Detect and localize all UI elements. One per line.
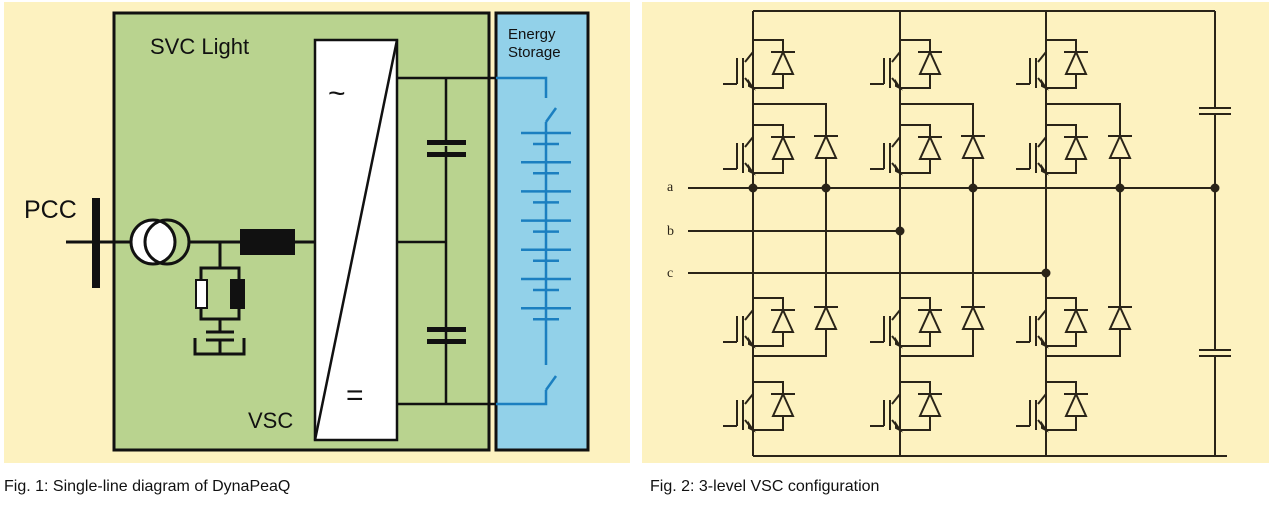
phase-reactor-icon xyxy=(240,229,295,255)
svc-light-box xyxy=(112,11,491,452)
igbt-emitter-arrow xyxy=(1041,163,1049,176)
igbt-emitter-arrow xyxy=(1041,78,1049,91)
igbt-emitter-arrow xyxy=(895,163,903,176)
igbt-emitter-arrow xyxy=(748,78,756,91)
phase-leg xyxy=(723,11,838,456)
igbt-with-diode-icon xyxy=(870,39,942,100)
figure-2-caption: Fig. 2: 3-level VSC configuration xyxy=(650,478,880,495)
figure-1-caption: Fig. 1: Single-line diagram of DynaPeaQ xyxy=(4,478,291,495)
battery-top-connection xyxy=(496,76,548,98)
igbt-emitter-arrow xyxy=(1041,420,1049,433)
clamp-diode-branch xyxy=(753,103,827,357)
diode-icon xyxy=(918,307,942,333)
igbt-emitter-arrow xyxy=(1041,336,1049,349)
battery-string-icon xyxy=(496,76,571,406)
figure-2-3-level-vsc: a b c xyxy=(642,2,1269,463)
dc-capacitor-icon xyxy=(1199,349,1231,357)
energy-storage-label-line2: Storage xyxy=(508,44,561,61)
energy-storage-label-line1: Energy xyxy=(508,26,556,43)
igbt-with-diode-icon xyxy=(723,39,795,100)
igbt-emitter-arrow xyxy=(748,336,756,349)
phase-a-node-dot xyxy=(748,183,758,193)
igbt-with-diode-icon xyxy=(870,297,942,358)
vsc-label: VSC xyxy=(248,408,293,433)
battery-cell xyxy=(521,306,571,321)
dc-capacitor-lower-icon xyxy=(427,327,466,344)
vsc-converter-icon xyxy=(313,38,399,442)
igbt-emitter-arrow xyxy=(895,78,903,91)
battery-bottom-switch xyxy=(544,375,558,391)
neutral-node-dot xyxy=(1115,183,1125,193)
harmonic-filter-icon xyxy=(193,242,246,356)
igbt-with-diode-icon xyxy=(870,124,942,185)
clamp-diode-branch xyxy=(900,103,974,357)
diode-icon xyxy=(771,49,795,75)
igbt-with-diode-icon xyxy=(1016,124,1088,185)
diode-icon xyxy=(1064,134,1088,160)
battery-bottom-connection xyxy=(496,390,548,406)
capacitor-midpoint-dot xyxy=(1210,183,1220,193)
clamp-diode-branch xyxy=(1046,103,1121,357)
igbt-with-diode-icon xyxy=(723,124,795,185)
igbt-with-diode-icon xyxy=(870,381,942,442)
diode-icon xyxy=(961,304,985,330)
battery-cell xyxy=(521,219,571,233)
igbt-emitter-arrow xyxy=(748,420,756,433)
phase-leg xyxy=(870,11,985,456)
diode-icon xyxy=(814,133,838,159)
igbt-with-diode-icon xyxy=(1016,39,1088,100)
battery-cell xyxy=(521,190,571,204)
diode-icon xyxy=(1064,307,1088,333)
igbt-with-diode-icon xyxy=(1016,381,1088,442)
igbt-emitter-arrow xyxy=(895,420,903,433)
svc-light-label: SVC Light xyxy=(150,34,249,59)
phase-c-node-dot xyxy=(1041,268,1051,278)
diode-icon xyxy=(814,304,838,330)
phase-leg xyxy=(1016,11,1132,456)
diode-icon xyxy=(1108,304,1132,330)
battery-cell xyxy=(521,277,571,292)
diode-icon xyxy=(771,391,795,417)
diode-icon xyxy=(918,49,942,75)
battery-cell xyxy=(521,131,571,146)
dc-capacitor-icon xyxy=(1199,107,1231,115)
phase-label-b: b xyxy=(667,224,674,239)
transformer-icon xyxy=(129,218,191,266)
battery-top-switch xyxy=(544,107,558,123)
diode-icon xyxy=(1064,391,1088,417)
igbt-with-diode-icon xyxy=(1016,297,1088,358)
phase-label-a: a xyxy=(667,180,674,195)
diode-icon xyxy=(918,134,942,160)
figure-1-single-line-diagram: SVC Light Energy Storage PCC ~ = VSC xyxy=(4,2,630,463)
diode-icon xyxy=(961,133,985,159)
dc-link-lines xyxy=(397,76,496,406)
neutral-node-dot xyxy=(821,183,831,193)
igbt-with-diode-icon xyxy=(723,381,795,442)
dc-capacitor-upper-icon xyxy=(427,140,466,157)
battery-cell xyxy=(521,160,571,175)
diode-icon xyxy=(771,134,795,160)
igbt-emitter-arrow xyxy=(748,163,756,176)
igbt-emitter-arrow xyxy=(895,336,903,349)
diode-icon xyxy=(1108,133,1132,159)
battery-cell xyxy=(521,248,571,263)
diode-icon xyxy=(1064,49,1088,75)
phase-b-node-dot xyxy=(895,226,905,236)
diode-icon xyxy=(918,391,942,417)
neutral-node-dot xyxy=(968,183,978,193)
dc-symbol: = xyxy=(346,379,364,412)
ac-symbol: ~ xyxy=(328,77,346,110)
igbt-with-diode-icon xyxy=(723,297,795,358)
diode-icon xyxy=(771,307,795,333)
pcc-label: PCC xyxy=(24,196,77,224)
phase-label-c: c xyxy=(667,266,673,281)
